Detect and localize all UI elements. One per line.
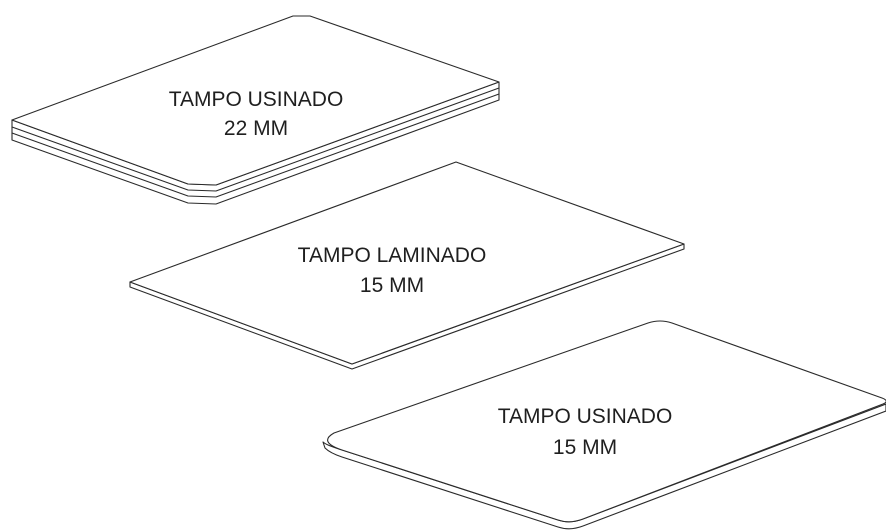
panel-top-label-name: TAMPO USINADO xyxy=(169,88,344,111)
panel-top-edge-line xyxy=(11,93,500,198)
panel-bottom-face xyxy=(327,320,886,523)
panel-middle-face xyxy=(129,161,685,365)
panel-top-edge-line xyxy=(11,87,500,192)
panel-middle-label-name: TAMPO LAMINADO xyxy=(298,244,487,267)
panel-top-face xyxy=(11,15,500,186)
panel-machined-15mm: TAMPO USINADO 15 MM xyxy=(322,320,886,530)
panel-laminated-15mm: TAMPO LAMINADO 15 MM xyxy=(129,161,685,370)
panel-top-label-thickness: 22 MM xyxy=(224,117,288,140)
panel-machined-22mm: TAMPO USINADO 22 MM xyxy=(11,15,500,205)
panel-middle-label-thickness: 15 MM xyxy=(360,274,424,297)
panel-bottom-label-name: TAMPO USINADO xyxy=(498,405,673,428)
panel-bottom-label-thickness: 15 MM xyxy=(553,436,617,459)
